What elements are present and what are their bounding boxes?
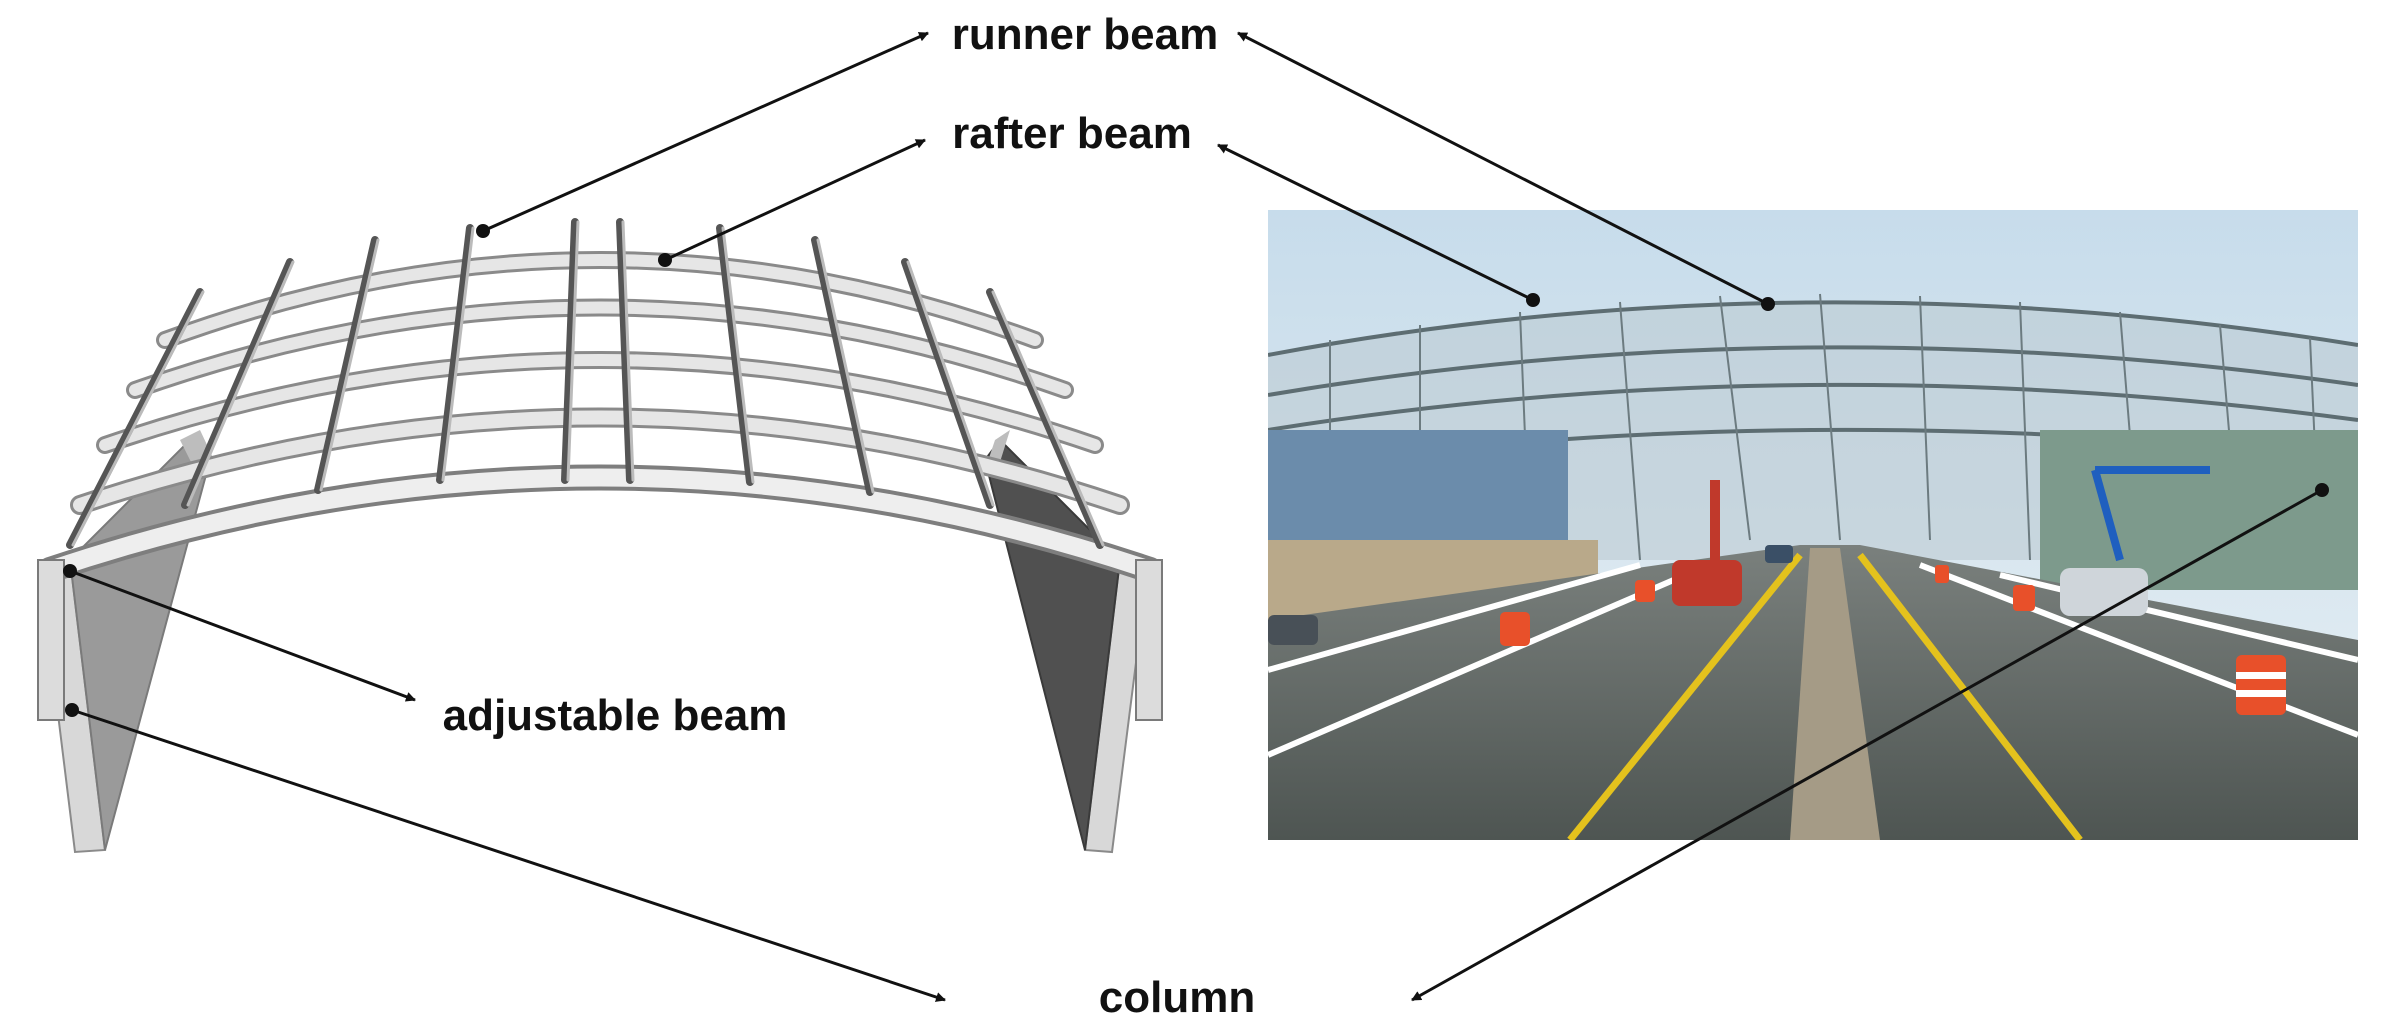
column-leader-right: [1411, 488, 2323, 1002]
structure-model: [37, 218, 1163, 854]
runner-beams: [66, 218, 1104, 549]
runner-beam-leader-right: [1237, 31, 1769, 306]
rafter-beam-leader-right: [1217, 143, 1534, 302]
traffic-barrels: [1500, 565, 2286, 715]
label-rafter-beam: rafter beam: [952, 109, 1192, 158]
vehicles: [1268, 545, 2148, 645]
runner-beam-leader-left: [482, 31, 929, 233]
column-leader-left: [71, 708, 946, 1002]
label-adjustable-beam: adjustable beam: [443, 691, 788, 740]
rafter-beams: [37, 251, 1163, 583]
leader-dots: [63, 224, 2329, 717]
adjustable-beam-member: [37, 559, 1163, 721]
adjustable-beam-leader: [69, 569, 416, 702]
label-runner-beam: runner beam: [952, 10, 1219, 59]
label-column: column: [1099, 973, 1255, 1022]
tunnel-photo: [1268, 210, 2358, 840]
leader-lines: [69, 31, 2323, 1002]
rafter-beam-leader-left: [664, 138, 926, 262]
